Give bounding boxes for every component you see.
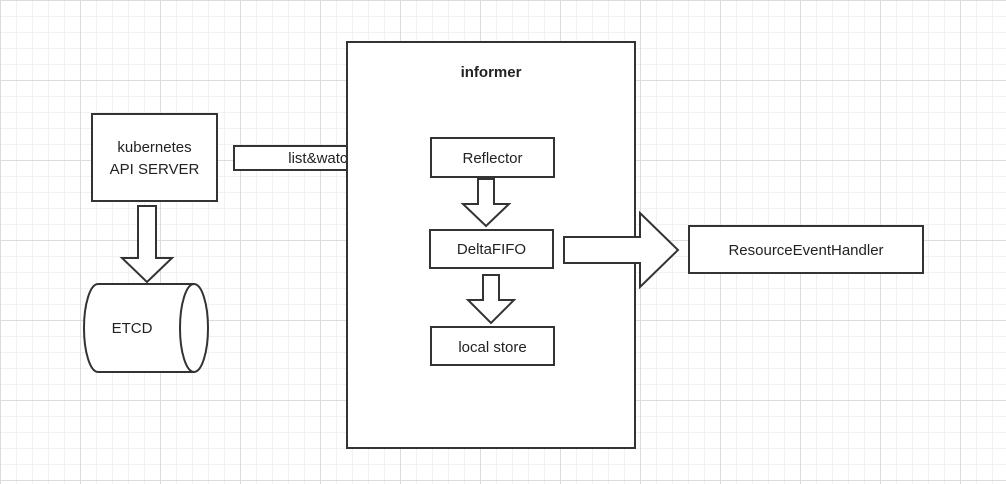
local-store-node: local store	[430, 326, 555, 366]
etcd-node: ETCD	[83, 283, 209, 373]
etcd-label: ETCD	[112, 320, 153, 337]
deltafifo-to-handler-arrow	[563, 210, 680, 290]
resource-event-handler-box	[688, 225, 924, 274]
reflector-label: Reflector	[462, 150, 522, 167]
etcd-cylinder-end-arc	[179, 283, 195, 373]
informer-title: informer	[461, 64, 522, 81]
list-watch-label: list&watch	[288, 150, 356, 167]
local-store-box	[430, 326, 555, 366]
local-store-label: local store	[458, 339, 526, 356]
deltafifo-box	[429, 229, 554, 269]
api-server-node: kubernetes API SERVER	[91, 113, 218, 202]
api-server-box	[91, 113, 218, 202]
resource-event-handler-node: ResourceEventHandler	[688, 225, 924, 274]
deltafifo-node: DeltaFIFO	[429, 229, 554, 269]
reflector-box	[430, 137, 555, 178]
deltafifo-label: DeltaFIFO	[457, 241, 526, 258]
deltafifo-to-localstore-arrow	[465, 274, 517, 325]
reflector-to-deltafifo-arrow	[460, 178, 512, 228]
api-server-label-line2: API SERVER	[110, 161, 200, 178]
reflector-node: Reflector	[430, 137, 555, 178]
api-server-label-line1: kubernetes	[117, 139, 191, 156]
resource-event-handler-label: ResourceEventHandler	[728, 242, 883, 259]
api-to-etcd-arrow	[119, 205, 175, 284]
